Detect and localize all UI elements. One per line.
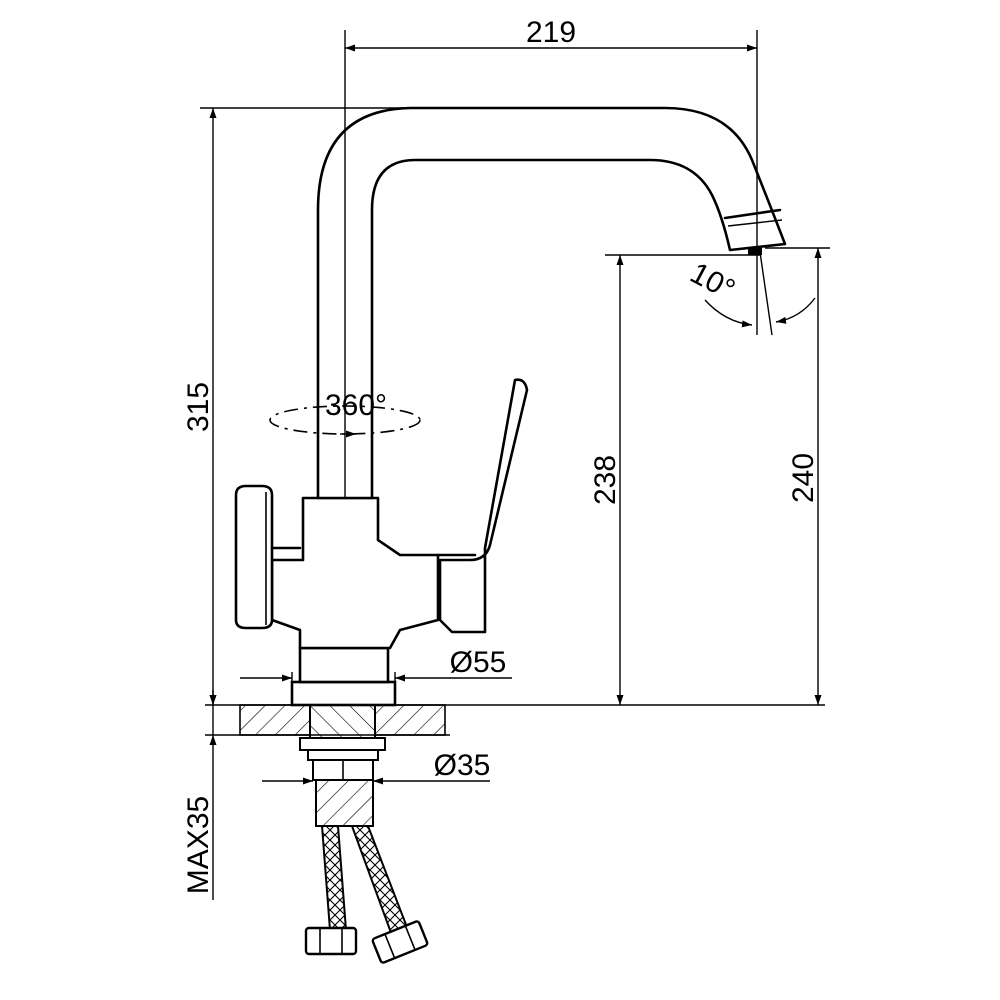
spout-reach-label: 219 (526, 16, 576, 49)
dimension-base-diameter: Ø55 (240, 646, 512, 704)
outlet-height-label: 238 (589, 455, 622, 505)
hose-nut-left (304, 926, 358, 956)
supply-hoses (304, 825, 429, 964)
dimension-outlet-height: 238 (589, 254, 760, 705)
max-counter-thickness-label: MAX35 (182, 796, 215, 894)
dimension-max-counter-thickness: MAX35 (182, 690, 217, 900)
tip-height-label: 240 (787, 453, 820, 503)
total-height-label: 315 (182, 382, 215, 432)
countertop-section (205, 704, 825, 736)
lever-handle (438, 378, 529, 634)
base-diameter-label: Ø55 (450, 646, 507, 679)
base-escutcheon (290, 680, 397, 707)
dimension-tip-height: 240 (765, 247, 830, 705)
dimension-total-height: 315 (182, 107, 405, 705)
spout-tilt-label: 10° (685, 256, 741, 306)
mounting-shank (299, 704, 386, 827)
dimension-shank-diameter: Ø35 (262, 749, 491, 785)
spout (316, 106, 787, 500)
hose-nut-right (371, 920, 429, 964)
rotation-angle-label: 360° (325, 389, 387, 422)
dimension-spout-reach: 219 (344, 16, 758, 498)
faucet-body (234, 106, 787, 707)
filter-handle (234, 484, 274, 630)
dimension-spout-tilt: 10° (685, 251, 816, 336)
shank-diameter-label: Ø35 (434, 749, 491, 782)
